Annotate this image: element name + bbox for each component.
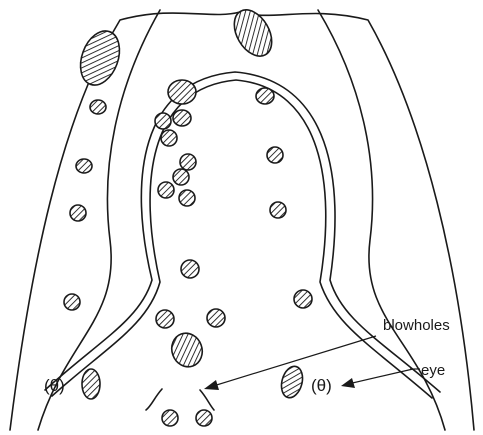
- head-spot: [179, 190, 195, 206]
- head-spot: [294, 290, 312, 308]
- head-spot: [173, 110, 191, 126]
- left-eye: (θ): [44, 376, 65, 395]
- head-spot: [181, 260, 199, 278]
- head-spot: [74, 26, 127, 91]
- head-spot: [180, 154, 196, 170]
- head-spot: [167, 329, 207, 371]
- right-eye: (θ): [311, 376, 332, 395]
- head-spot: [278, 364, 306, 400]
- eye-arrowhead: [341, 378, 355, 388]
- head-spot: [90, 100, 106, 114]
- head-spot: [158, 182, 174, 198]
- eye-leader-line: [348, 369, 413, 384]
- head-spot: [256, 88, 274, 104]
- head-spot: [168, 80, 196, 104]
- head-spot: [70, 205, 86, 221]
- eye-label: eye: [421, 362, 445, 379]
- head-spot: [207, 309, 225, 327]
- head-spot: [155, 113, 171, 129]
- head-spot: [267, 147, 283, 163]
- head-spot: [173, 169, 189, 185]
- head-spot: [64, 294, 80, 310]
- head-spot: [161, 130, 177, 146]
- ridge-outer-line: [45, 72, 440, 392]
- head-spot: [82, 369, 100, 399]
- blowholes-label: blowholes: [383, 317, 450, 334]
- head-spot: [156, 310, 174, 328]
- head-spot: [196, 410, 212, 426]
- blowholes-arrowhead: [204, 380, 219, 390]
- head-spot: [76, 159, 92, 173]
- head-spot: [162, 410, 178, 426]
- head-spot: [270, 202, 286, 218]
- right-blowhole: [200, 390, 214, 410]
- ridge-inner-line: [52, 80, 432, 398]
- head-spot: [227, 3, 280, 62]
- left-blowhole: [146, 389, 162, 410]
